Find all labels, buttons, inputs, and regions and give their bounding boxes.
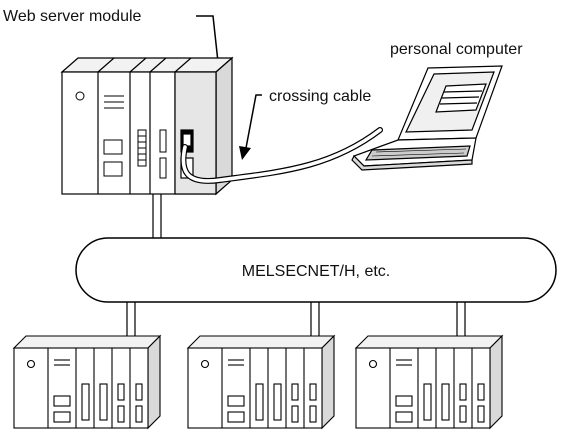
bottom-drop-lines: [126, 302, 466, 336]
network-bus: [75, 237, 557, 303]
web-server-module-label: Web server module: [3, 8, 142, 25]
laptop: [351, 65, 503, 171]
crossing-cable-arrowhead: [239, 146, 251, 160]
crossing-cable-leader: [245, 94, 262, 149]
personal-computer-label: personal computer: [390, 41, 523, 58]
bottom-plc-rack-1: [12, 334, 162, 430]
top-rack-drop-line: [152, 194, 162, 238]
bottom-plc-rack-2: [186, 334, 336, 430]
bottom-plc-rack-3: [354, 334, 504, 430]
crossing-cable-label: crossing cable: [269, 88, 371, 105]
web-server-module-unit: [174, 71, 217, 195]
top-rack-details: [75, 91, 167, 179]
web-server-module-leader: [196, 15, 219, 63]
network-label: MELSECNET/H, etc.: [242, 263, 390, 280]
